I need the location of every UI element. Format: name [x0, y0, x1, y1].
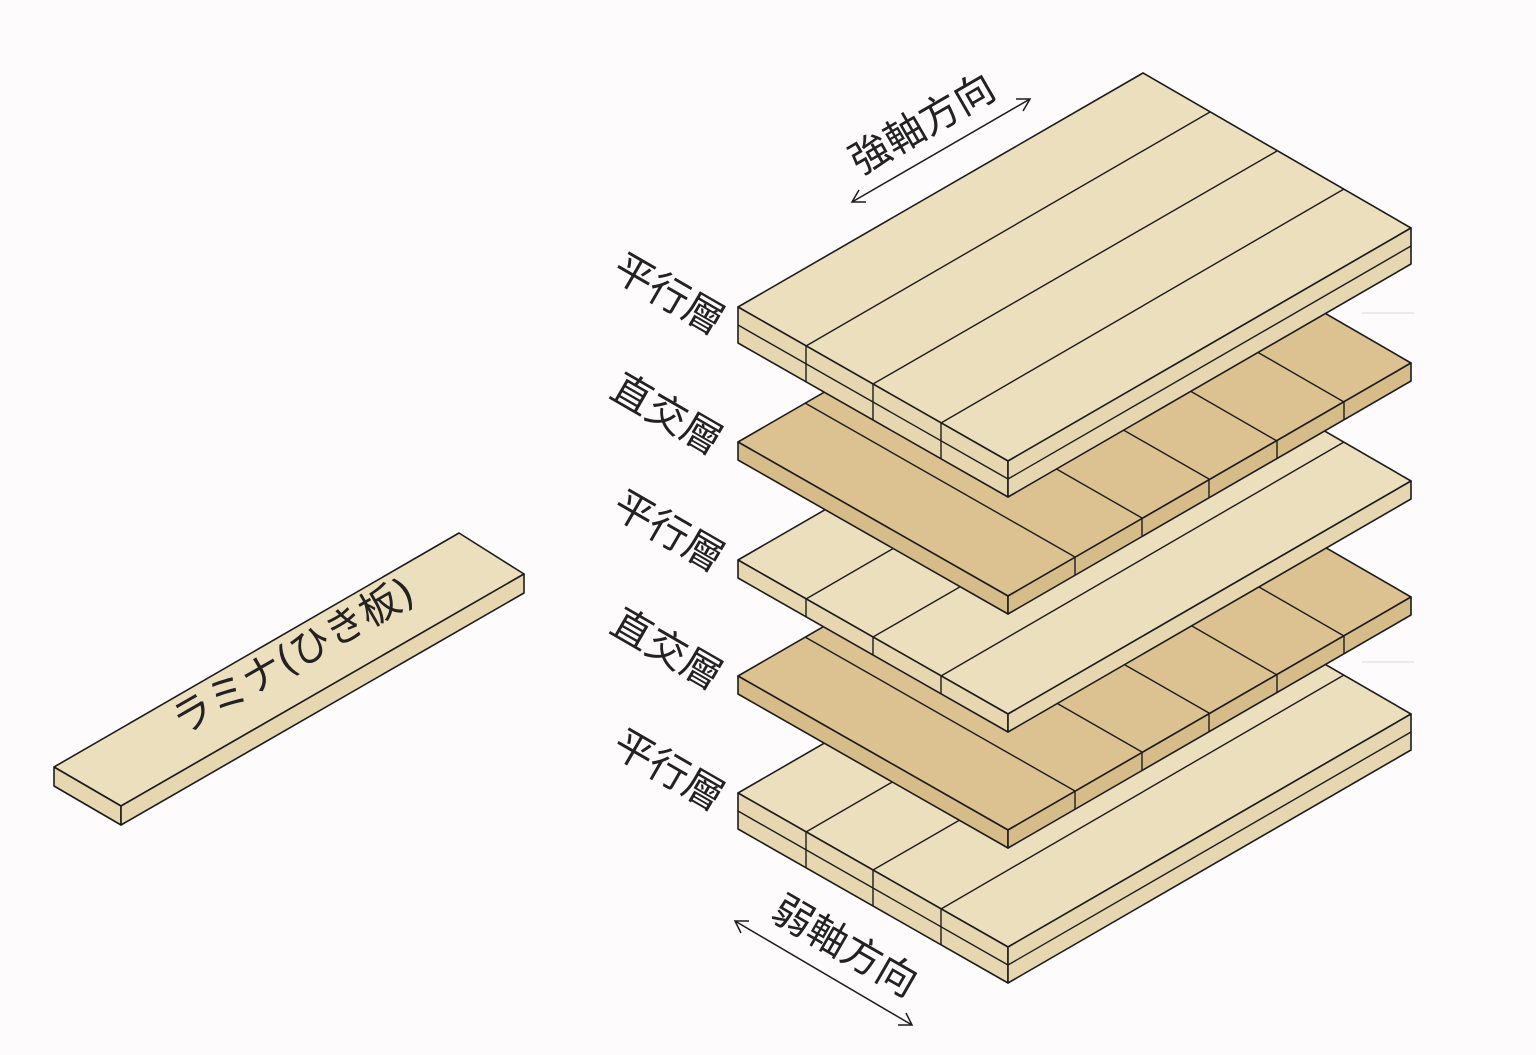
layer-label-1: 平行層 — [605, 245, 732, 345]
strong-axis-arrow — [850, 98, 1032, 203]
layer-1-parallel — [737, 72, 1412, 498]
layer-label-2: 直交層 — [603, 365, 730, 465]
layer-label-3: 平行層 — [605, 482, 732, 582]
lamina-side — [120, 573, 525, 826]
lamina-board: ラミナ(ひき板) — [53, 532, 525, 826]
layer-3-side — [1007, 480, 1412, 733]
weak-axis-arrow — [733, 920, 914, 1026]
layer-label-4: 直交層 — [603, 600, 730, 700]
layer-label-5: 平行層 — [605, 721, 732, 821]
strong-axis-label: 強軸方向 — [842, 65, 1004, 185]
